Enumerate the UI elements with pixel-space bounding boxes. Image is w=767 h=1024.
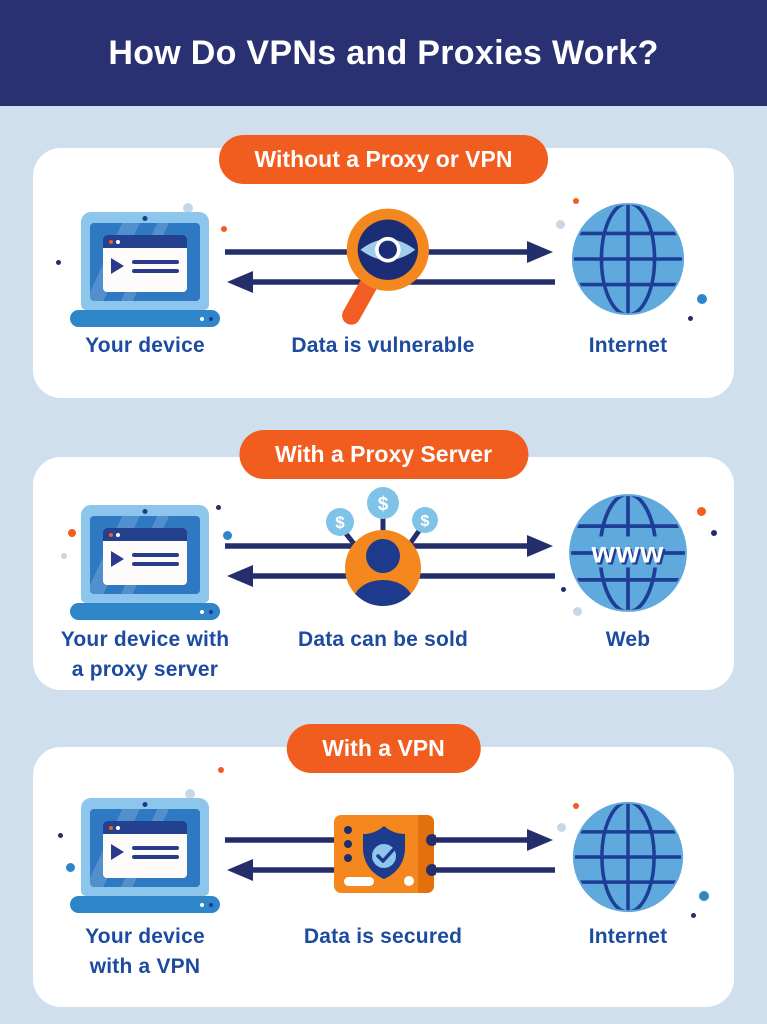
webcam-dot-icon: [142, 216, 148, 221]
deco-dot: [573, 607, 582, 616]
deco-dot: [66, 863, 75, 872]
deco-dot: [699, 891, 709, 901]
laptop-display: [90, 516, 200, 594]
play-icon: [111, 844, 124, 860]
page-title: How Do VPNs and Proxies Work?: [108, 33, 659, 72]
window-titlebar: [103, 821, 187, 834]
deco-dot: [688, 316, 693, 321]
deco-dot: [56, 260, 61, 265]
laptop-display: [90, 223, 200, 301]
dollar-icon: $: [421, 513, 430, 530]
section-card-vpn: Your device with a VPN Data is secured I…: [33, 747, 734, 1007]
middle-label: Data is vulnerable: [291, 334, 475, 357]
laptop-base: [70, 603, 220, 620]
www-globe-icon: www www: [566, 491, 690, 615]
laptop-icon: [70, 798, 220, 913]
deco-dot: [711, 530, 717, 536]
dollar-icon: $: [378, 494, 389, 515]
text-lines-icon: [132, 259, 179, 273]
dollar-icon: $: [335, 513, 345, 532]
text-lines-icon: [132, 845, 179, 859]
deco-dot: [556, 220, 565, 229]
deco-dot: [218, 767, 224, 773]
laptop-base: [70, 310, 220, 327]
browser-window-icon: [103, 528, 187, 585]
browser-window-icon: [103, 235, 187, 292]
section-badge-without-proxy: Without a Proxy or VPN: [218, 135, 549, 184]
deco-dot: [221, 226, 227, 232]
deco-dot: [185, 789, 195, 799]
play-icon: [111, 258, 124, 274]
browser-window-icon: [103, 821, 187, 878]
right-label: Web: [605, 628, 651, 651]
www-text-shadow: www: [593, 538, 667, 571]
window-titlebar: [103, 235, 187, 248]
deco-dot: [691, 913, 696, 918]
middle-label: Data can be sold: [297, 628, 469, 651]
device-label: Your device with a VPN: [85, 925, 205, 979]
webcam-dot-icon: [142, 509, 148, 514]
section-badge-vpn: With a VPN: [286, 724, 481, 773]
person-dollars-icon: $ $ $: [326, 487, 438, 606]
deco-dot: [223, 531, 232, 540]
laptop-base: [70, 896, 220, 913]
magnifier-eye-icon: [342, 208, 429, 325]
globe-icon: [569, 200, 687, 318]
section-card-proxy-server: $ $ $: [33, 457, 734, 690]
deco-dot: [697, 294, 707, 304]
laptop-icon: [70, 505, 220, 620]
webcam-dot-icon: [142, 802, 148, 807]
laptop-display: [90, 809, 200, 887]
laptop-screen: [81, 798, 209, 896]
www-text: www: [591, 536, 665, 569]
section-badge-proxy-server: With a Proxy Server: [238, 430, 529, 479]
globe-icon: [570, 799, 686, 915]
right-label: Internet: [588, 334, 668, 357]
deco-dot: [561, 587, 566, 592]
window-titlebar: [103, 528, 187, 541]
deco-dot: [68, 529, 76, 537]
deco-dot: [573, 198, 579, 204]
device-label: Your device with a proxy server: [60, 628, 230, 682]
deco-dot: [58, 833, 63, 838]
deco-dot: [61, 553, 67, 559]
deco-dot: [573, 803, 579, 809]
laptop-screen: [81, 505, 209, 603]
laptop-icon: [70, 212, 220, 327]
play-icon: [111, 551, 124, 567]
text-lines-icon: [132, 552, 179, 566]
right-label: Internet: [588, 925, 668, 948]
deco-dot: [557, 823, 566, 832]
deco-dot: [216, 505, 221, 510]
deco-dot: [183, 203, 193, 213]
deco-dot: [697, 507, 706, 516]
section-card-without-proxy: Your device Data is vulnerable Internet: [33, 148, 734, 398]
laptop-screen: [81, 212, 209, 310]
shield-check-icon: [334, 815, 436, 893]
header: How Do VPNs and Proxies Work?: [0, 0, 767, 106]
device-label: Your device: [85, 334, 205, 357]
middle-label: Data is secured: [303, 925, 463, 948]
